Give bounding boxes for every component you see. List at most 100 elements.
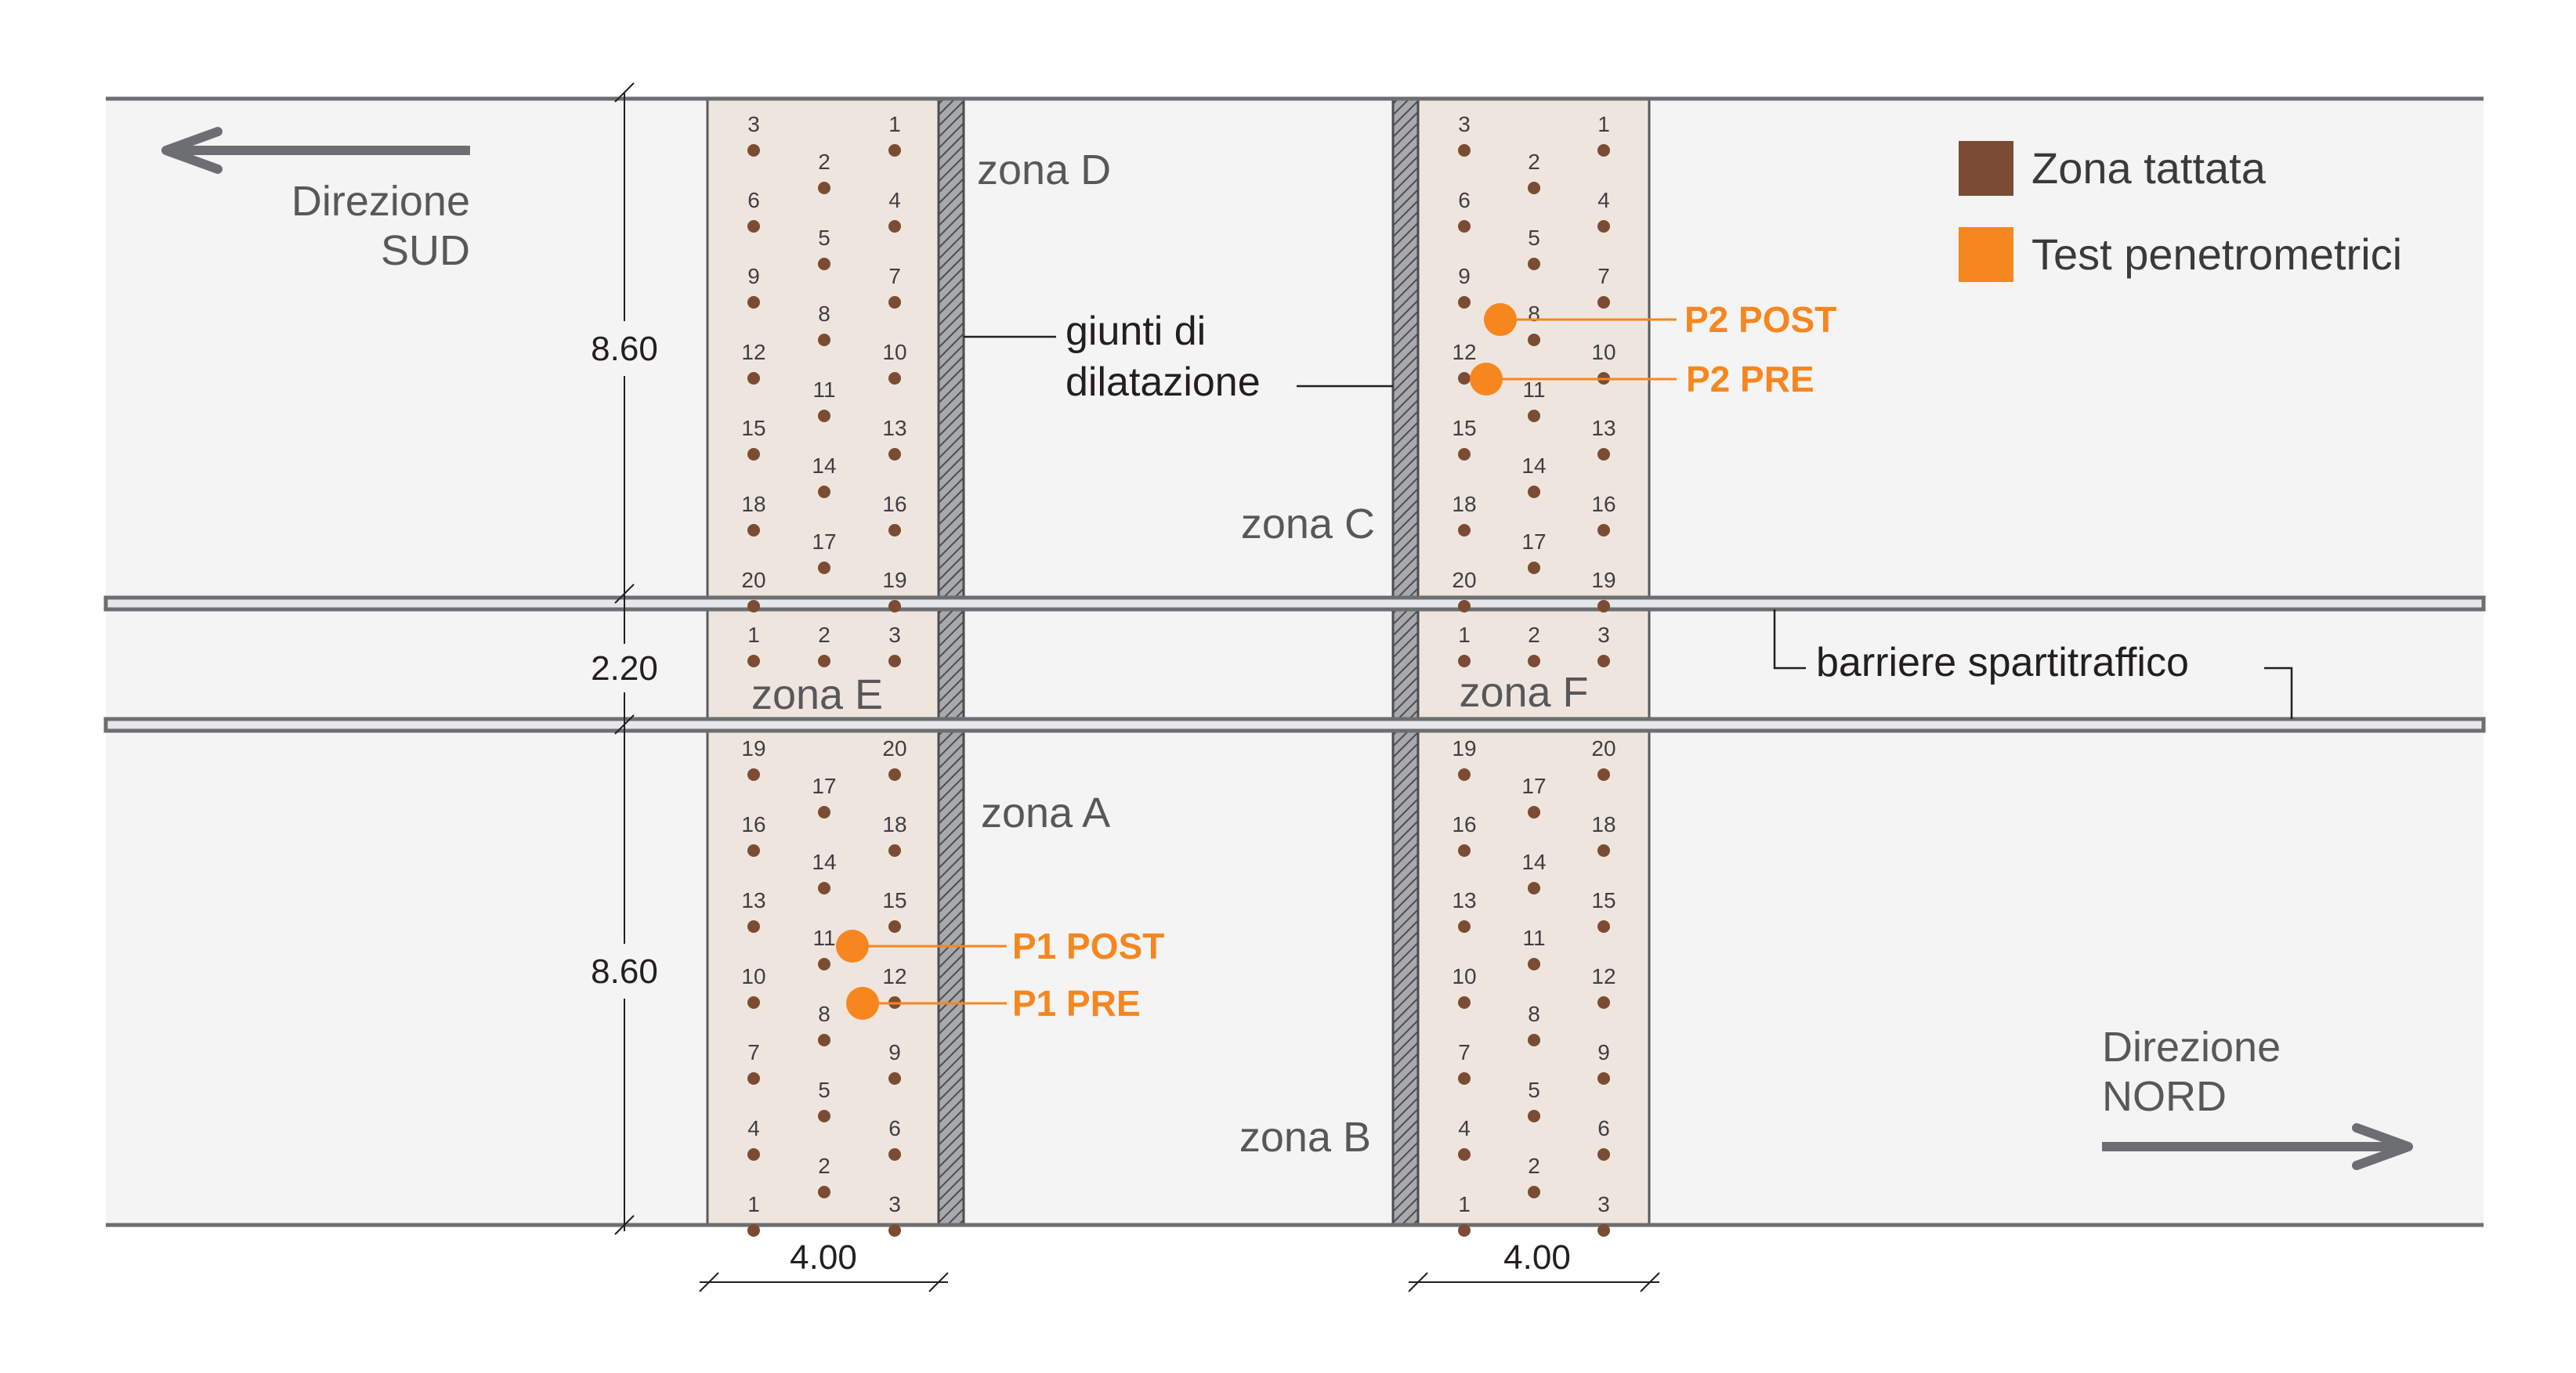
point-dot-upper-left-9 xyxy=(747,296,760,309)
barrier-label: barriere spartitraffico xyxy=(1816,640,2189,685)
point-number-upper-right-16: 16 xyxy=(1591,492,1615,516)
barrier-leader-right xyxy=(2264,667,2293,719)
point-number-lower-left-16: 16 xyxy=(741,812,765,836)
point-number-lower-left-6: 6 xyxy=(888,1116,901,1140)
point-number-lower-left-1: 1 xyxy=(747,1192,760,1216)
point-dot-upper-right-6 xyxy=(1458,220,1471,233)
point-dot-upper-right-3 xyxy=(1458,144,1471,157)
point-dot-upper-left-18 xyxy=(747,524,760,537)
direction-north-line1: Direzione xyxy=(2102,1024,2281,1071)
point-number-lower-right-12: 12 xyxy=(1591,964,1615,988)
point-number-median-right-2: 2 xyxy=(1528,623,1540,647)
point-number-lower-right-17: 17 xyxy=(1521,774,1546,798)
point-number-upper-right-10: 10 xyxy=(1591,340,1615,364)
point-number-upper-left-17: 17 xyxy=(812,529,836,554)
zone-c-label: zona C xyxy=(1241,500,1375,547)
point-number-lower-left-19: 19 xyxy=(741,736,765,761)
joint-label-line1: giunti di xyxy=(1065,309,1206,354)
point-dot-upper-left-12 xyxy=(747,372,760,385)
barrier-leader-left xyxy=(1773,609,1806,670)
point-number-lower-right-15: 15 xyxy=(1591,888,1615,912)
point-number-lower-left-14: 14 xyxy=(812,850,836,874)
point-number-median-right-3: 3 xyxy=(1597,623,1610,647)
point-dot-upper-right-20 xyxy=(1458,600,1471,612)
point-dot-lower-left-1 xyxy=(747,1224,760,1237)
legend: Zona tattata Test penetrometrici xyxy=(1959,141,2402,282)
point-number-upper-left-8: 8 xyxy=(818,302,830,326)
test-p2-pre xyxy=(1470,363,1677,396)
point-dot-lower-right-14 xyxy=(1528,882,1540,894)
point-number-lower-right-6: 6 xyxy=(1597,1116,1610,1140)
point-number-median-left-3: 3 xyxy=(888,623,901,647)
point-number-upper-left-9: 9 xyxy=(747,264,760,288)
dim-bg-lower xyxy=(576,944,670,999)
point-number-median-left-2: 2 xyxy=(818,623,830,647)
point-dot-upper-left-19 xyxy=(888,600,901,612)
point-dot-lower-right-20 xyxy=(1597,768,1610,781)
point-number-upper-left-10: 10 xyxy=(882,340,906,364)
point-number-upper-left-15: 15 xyxy=(741,416,765,440)
point-number-lower-left-7: 7 xyxy=(747,1040,760,1064)
point-dot-lower-right-3 xyxy=(1597,1224,1610,1237)
point-dot-upper-left-1 xyxy=(888,144,901,157)
point-number-lower-left-2: 2 xyxy=(818,1154,830,1178)
point-number-lower-right-2: 2 xyxy=(1528,1154,1540,1178)
point-number-upper-right-12: 12 xyxy=(1452,340,1476,364)
point-dot-upper-right-11 xyxy=(1528,410,1540,422)
point-dot-upper-left-10 xyxy=(888,372,901,385)
point-dot-lower-left-2 xyxy=(818,1186,830,1198)
barrier-lower xyxy=(103,717,2486,733)
legend-swatch-tests xyxy=(1959,227,2013,282)
point-dot-lower-left-6 xyxy=(888,1148,901,1161)
point-number-upper-right-1: 1 xyxy=(1597,112,1610,136)
point-number-lower-left-15: 15 xyxy=(882,888,906,912)
point-dot-lower-right-12 xyxy=(1597,996,1610,1009)
arrow-north-icon xyxy=(2102,1123,2413,1170)
point-dot-upper-right-2 xyxy=(1528,182,1540,194)
point-number-lower-right-16: 16 xyxy=(1452,812,1476,836)
point-dot-lower-left-17 xyxy=(818,806,830,818)
zone-e-label: zona E xyxy=(751,671,883,718)
point-dot-lower-left-13 xyxy=(747,920,760,933)
point-number-lower-left-11: 11 xyxy=(812,926,835,950)
point-dot-lower-left-7 xyxy=(747,1072,760,1085)
dimension-upper-lane: 8.60 xyxy=(591,330,658,368)
point-number-lower-right-10: 10 xyxy=(1452,964,1476,988)
point-dot-lower-left-18 xyxy=(888,844,901,857)
point-dot-lower-right-16 xyxy=(1458,844,1471,857)
point-dot-lower-right-1 xyxy=(1458,1224,1471,1237)
point-number-upper-left-5: 5 xyxy=(818,226,830,250)
point-number-lower-right-1: 1 xyxy=(1458,1192,1471,1216)
point-dot-upper-left-8 xyxy=(818,334,830,346)
upper-lane-surface xyxy=(106,98,2484,595)
point-number-upper-left-2: 2 xyxy=(818,150,830,174)
point-number-upper-right-8: 8 xyxy=(1528,302,1540,326)
point-dot-lower-left-11 xyxy=(818,958,830,970)
point-dot-lower-right-15 xyxy=(1597,920,1610,933)
point-dot-lower-right-9 xyxy=(1597,1072,1610,1085)
point-dot-upper-left-6 xyxy=(747,220,760,233)
point-dot-upper-right-4 xyxy=(1597,220,1610,233)
point-number-upper-left-11: 11 xyxy=(812,378,835,402)
point-number-median-right-1: 1 xyxy=(1458,623,1471,647)
point-number-upper-left-4: 4 xyxy=(888,188,901,212)
point-dot-lower-left-9 xyxy=(888,1072,901,1085)
point-dot-lower-right-8 xyxy=(1528,1034,1540,1046)
point-number-lower-right-9: 9 xyxy=(1597,1040,1610,1064)
point-number-upper-right-17: 17 xyxy=(1521,529,1546,554)
point-dot-upper-right-9 xyxy=(1458,296,1471,309)
point-dot-lower-right-18 xyxy=(1597,844,1610,857)
arrow-south-icon xyxy=(161,127,470,174)
point-number-upper-right-3: 3 xyxy=(1458,112,1471,136)
point-number-lower-right-13: 13 xyxy=(1452,888,1476,912)
point-number-upper-left-6: 6 xyxy=(747,188,760,212)
point-dot-upper-left-15 xyxy=(747,448,760,461)
point-dot-median-right-1 xyxy=(1458,655,1471,667)
point-number-upper-right-19: 19 xyxy=(1591,568,1615,592)
test-p1-pre xyxy=(846,987,1007,1020)
point-number-lower-left-3: 3 xyxy=(888,1192,901,1216)
point-number-lower-right-11: 11 xyxy=(1522,926,1545,950)
point-number-lower-left-12: 12 xyxy=(882,964,906,988)
point-dot-upper-left-4 xyxy=(888,220,901,233)
